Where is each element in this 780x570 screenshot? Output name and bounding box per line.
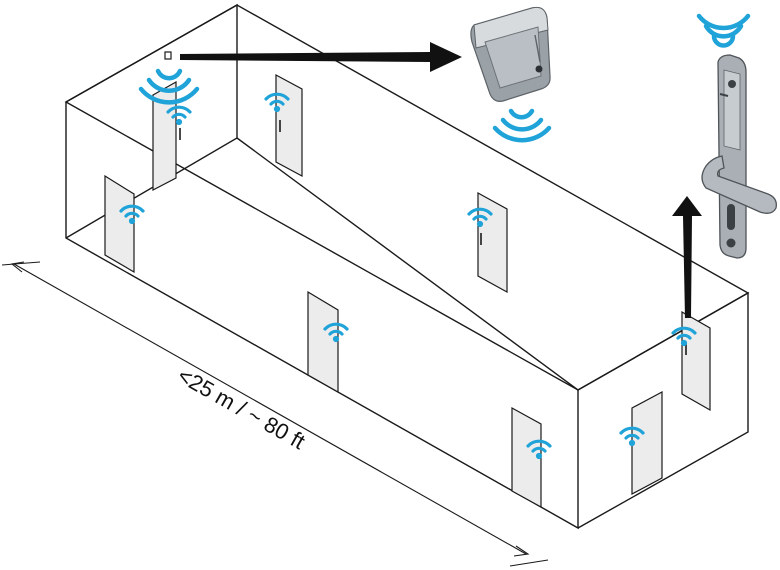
doors <box>104 73 711 509</box>
floor-back-edge <box>236 137 579 391</box>
door-handles <box>179 120 687 355</box>
door <box>681 310 711 412</box>
door <box>275 73 303 178</box>
wall-sensor <box>164 51 172 60</box>
door-lock-handle-icon <box>701 54 777 259</box>
door <box>307 290 339 394</box>
arrow-icon <box>672 196 702 318</box>
back-wall <box>65 3 238 239</box>
door <box>104 174 135 274</box>
door <box>631 391 663 495</box>
roof <box>64 4 750 391</box>
dimension-line <box>1 261 549 567</box>
lock-wifi-signal <box>696 13 751 48</box>
door-wifi-signals <box>119 92 697 461</box>
dimension-label: <25 m / ~ 80 ft <box>174 363 310 455</box>
sensor-wifi-signal <box>138 68 200 105</box>
end-wall <box>577 291 749 529</box>
gateway-wifi-signal <box>492 108 552 143</box>
gateway-device-icon <box>470 6 551 102</box>
arrow-icon <box>180 42 462 72</box>
door <box>511 406 542 509</box>
